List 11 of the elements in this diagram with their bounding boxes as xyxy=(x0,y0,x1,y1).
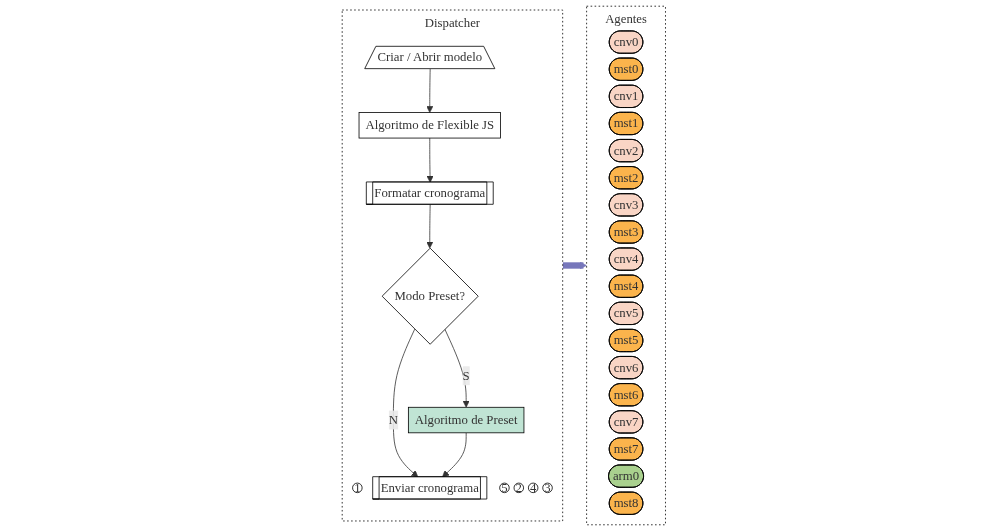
edge-label: S xyxy=(462,368,470,383)
node-circle: 3 xyxy=(542,482,553,494)
node-circle: 2 xyxy=(513,482,525,494)
node-box: Algoritmo de Flexible JS xyxy=(358,112,502,139)
node-diamond: Modo Preset? xyxy=(381,247,479,345)
edge-label: N xyxy=(388,412,399,427)
node-box: Algoritmo de Preset xyxy=(408,406,525,434)
node-circle: 5 xyxy=(499,482,510,494)
node-circle: 1 xyxy=(352,482,363,494)
node-circle: 4 xyxy=(528,482,539,494)
arrow xyxy=(561,262,588,269)
